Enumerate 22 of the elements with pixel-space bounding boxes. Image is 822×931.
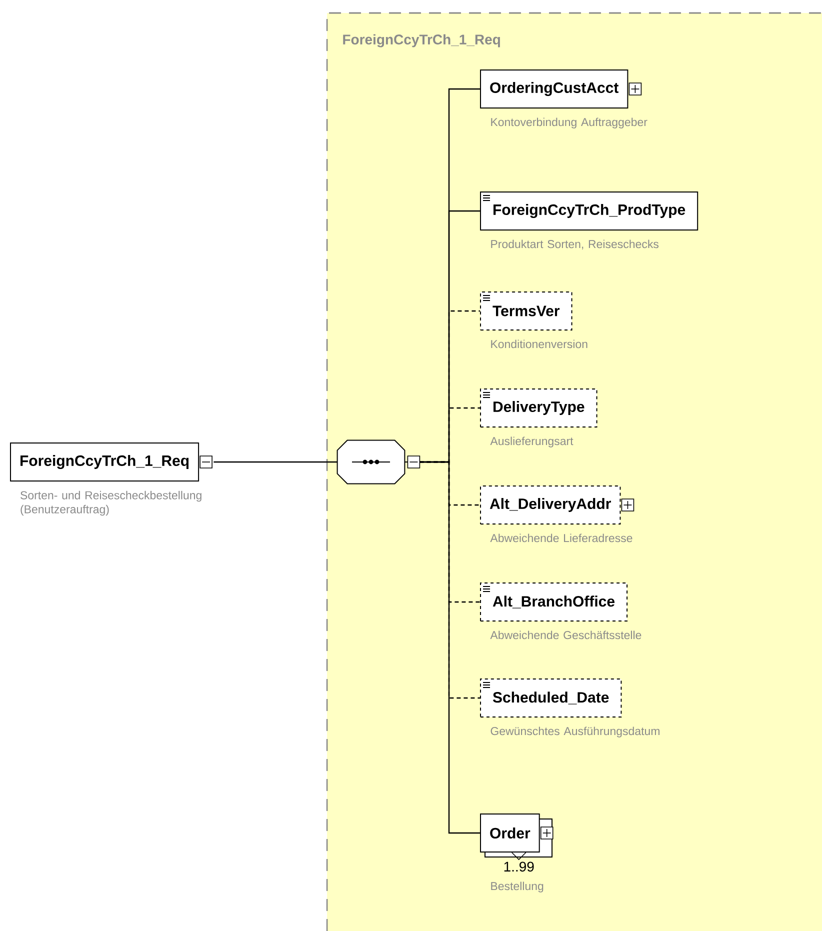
connector-line [420, 461, 480, 834]
element-box: Order [480, 814, 540, 852]
element-box: Scheduled_Date [480, 678, 622, 718]
description-text: Abweichende Lieferadresse [490, 534, 632, 542]
description-text: Gewünschtes Ausführungsdatum [490, 726, 660, 738]
description-text: Kontoverbindung Auftraggeber [491, 118, 648, 128]
description-text: Abweichende Geschäftsstelle [490, 630, 642, 640]
connector-line [214, 461, 338, 463]
element-box: ForeignCcyTrCh_1_Req [10, 442, 212, 482]
description-text: Sorten- und Reisescheckbestellung (Benutzerauftrag) [20, 490, 202, 516]
element-box: DeliveryType [480, 388, 598, 428]
element-box: Alt_BranchOffice [480, 582, 628, 622]
element-box: TermsVer [480, 292, 572, 330]
element-box: Alt_DeliveryAddr [480, 486, 621, 524]
multiplicity-label: 1..99 [504, 862, 534, 872]
element-box: OrderingCustAcct [480, 70, 628, 108]
description-text: Produktart Sorten, Reiseschecks [491, 240, 658, 250]
description-text: Auslieferungsart [490, 436, 574, 448]
sequence-compositor [336, 440, 420, 484]
description-text: Bestellung [491, 882, 544, 892]
description-text: Konditionenversion [491, 340, 588, 348]
element-box: ForeignCcyTrCh_ProdType [480, 192, 698, 230]
